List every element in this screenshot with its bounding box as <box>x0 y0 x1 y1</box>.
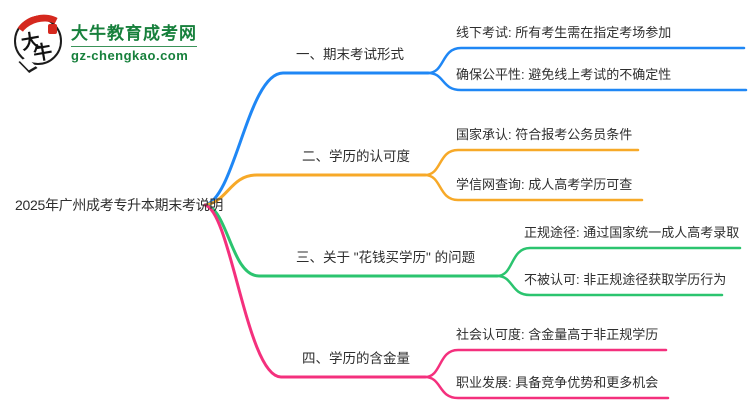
branch-3-label: 三、关于 "花钱买学历" 的问题 <box>296 250 476 265</box>
branch-4-leaf-2-line <box>423 375 670 400</box>
branch-2-leaf-1-label: 国家承认: 符合报考公务员条件 <box>456 127 633 142</box>
branch-4-leaf-1-label: 社会认可度: 含金量高于非正规学历 <box>456 327 659 342</box>
branch-2-line <box>203 173 427 207</box>
branch-1-line <box>203 71 430 207</box>
logo-divider <box>71 45 197 48</box>
branch-2-leaf-2-label: 学信网查询: 成人高考学历可查 <box>456 177 633 192</box>
logo-text-block: 大牛教育成考网 gz-chengkao.com <box>71 19 197 64</box>
branch-2-label: 二、学历的认可度 <box>302 149 410 164</box>
branch-4-line <box>203 203 427 379</box>
branch-1-leaf-1-line <box>426 46 746 75</box>
branch-1-leaf-1-label: 线下考试: 所有考生需在指定考场参加 <box>456 25 672 40</box>
branch-1-leaf-2-label: 确保公平性: 避免线上考试的不确定性 <box>456 67 672 82</box>
site-logo[interactable]: 大 牛 大牛教育成考网 gz-chengkao.com <box>9 9 197 73</box>
branch-4-leaf-2-label: 职业发展: 具备竞争优势和更多机会 <box>456 375 659 390</box>
branch-3-leaf-2-line <box>495 274 724 297</box>
branch-4-label: 四、学历的含金量 <box>302 351 410 366</box>
root-node: 2025年广州成考专升本期末考说明 <box>15 197 224 213</box>
branch-3-leaf-2-label: 不被认可: 非正规途径获取学历行为 <box>524 272 727 287</box>
red-seal-icon <box>48 24 57 34</box>
cow-badge-icon: 大 牛 <box>9 9 73 73</box>
branch-1-label: 一、期末考试形式 <box>296 47 404 62</box>
branch-2-leaf-1-line <box>423 148 640 177</box>
branch-4-leaf-1-line <box>423 348 668 379</box>
site-name: 大牛教育成考网 <box>71 23 197 43</box>
branch-1-leaf-2-line <box>426 71 748 92</box>
logo-characters: 大 牛 <box>19 30 55 66</box>
site-url: gz-chengkao.com <box>71 48 189 64</box>
branch-3-leaf-1-label: 正规途径: 通过国家统一成人高考录取 <box>524 225 740 240</box>
branch-3-leaf-1-line <box>495 246 742 278</box>
branch-2-leaf-2-line <box>423 173 644 202</box>
